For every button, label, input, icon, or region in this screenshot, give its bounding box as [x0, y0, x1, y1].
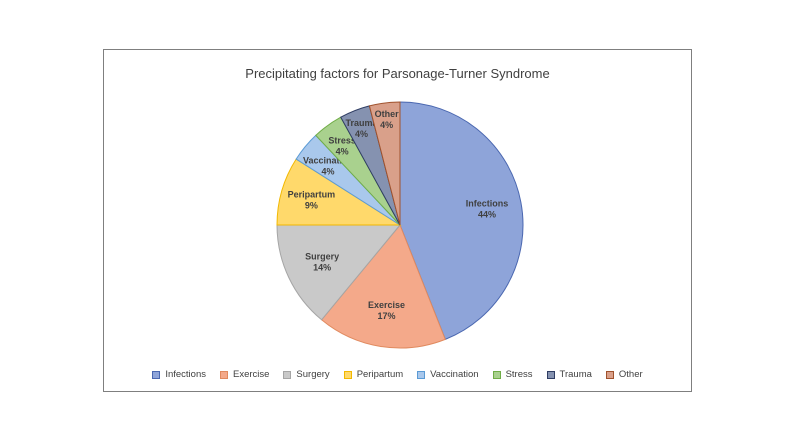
- legend-label-infections: Infections: [165, 369, 206, 380]
- slice-exercise: [320, 224, 446, 349]
- slice-value-other: 4%: [380, 120, 393, 130]
- slice-infections: [399, 101, 524, 341]
- legend-swatch-surgery: [283, 370, 292, 379]
- legend-swatch-exercise: [219, 370, 228, 379]
- legend-label-stress: Stress: [505, 369, 533, 380]
- slice-surgery: [276, 224, 402, 321]
- slice-value-infections: 44%: [478, 209, 496, 219]
- slice-label-other: Other: [375, 109, 400, 119]
- legend-label-surgery: Surgery: [296, 369, 330, 380]
- legend-swatch-trauma: [546, 370, 555, 379]
- legend-item-exercise: Exercise: [219, 369, 270, 380]
- legend-label-peripartum: Peripartum: [356, 369, 404, 380]
- legend-swatch-stress: [492, 370, 501, 379]
- slice-value-peripartum: 9%: [305, 200, 318, 210]
- legend-item-other: Other: [605, 369, 643, 380]
- legend-label-other: Other: [618, 369, 643, 380]
- chart-frame: Precipitating factors for Parsonage-Turn…: [103, 49, 692, 392]
- legend-swatch-infections: [152, 370, 161, 379]
- legend-label-vaccination: Vaccination: [430, 369, 479, 380]
- slice-value-exercise: 17%: [378, 311, 396, 321]
- slice-label-exercise: Exercise: [368, 300, 405, 310]
- legend-swatch-vaccination: [417, 370, 426, 379]
- legend-label-exercise: Exercise: [232, 369, 270, 380]
- legend-item-vaccination: Vaccination: [417, 369, 479, 380]
- legend-label-trauma: Trauma: [559, 369, 592, 380]
- slice-label-trauma: Trauma: [346, 118, 379, 128]
- slice-value-trauma: 4%: [355, 129, 368, 139]
- legend-item-trauma: Trauma: [546, 369, 592, 380]
- slice-value-stress: 4%: [336, 146, 349, 156]
- legend-item-infections: Infections: [152, 369, 206, 380]
- slice-label-surgery: Surgery: [305, 252, 339, 262]
- legend-swatch-peripartum: [343, 370, 352, 379]
- legend-item-stress: Stress: [492, 369, 533, 380]
- slice-label-peripartum: Peripartum: [288, 189, 336, 199]
- slice-value-vaccination: 4%: [321, 166, 334, 176]
- slice-label-stress: Stress: [328, 135, 356, 145]
- slice-other: [368, 101, 401, 226]
- slice-value-surgery: 14%: [313, 263, 331, 273]
- legend-item-surgery: Surgery: [283, 369, 330, 380]
- slice-label-infections: Infections: [466, 198, 509, 208]
- legend-swatch-other: [605, 370, 614, 379]
- legend: Infections Exercise Surgery Peripartum Vacci…: [104, 369, 691, 380]
- legend-item-peripartum: Peripartum: [343, 369, 404, 380]
- slice-label-vaccination: Vaccination: [303, 155, 353, 165]
- chart-title: Precipitating factors for Parsonage-Turn…: [245, 66, 550, 81]
